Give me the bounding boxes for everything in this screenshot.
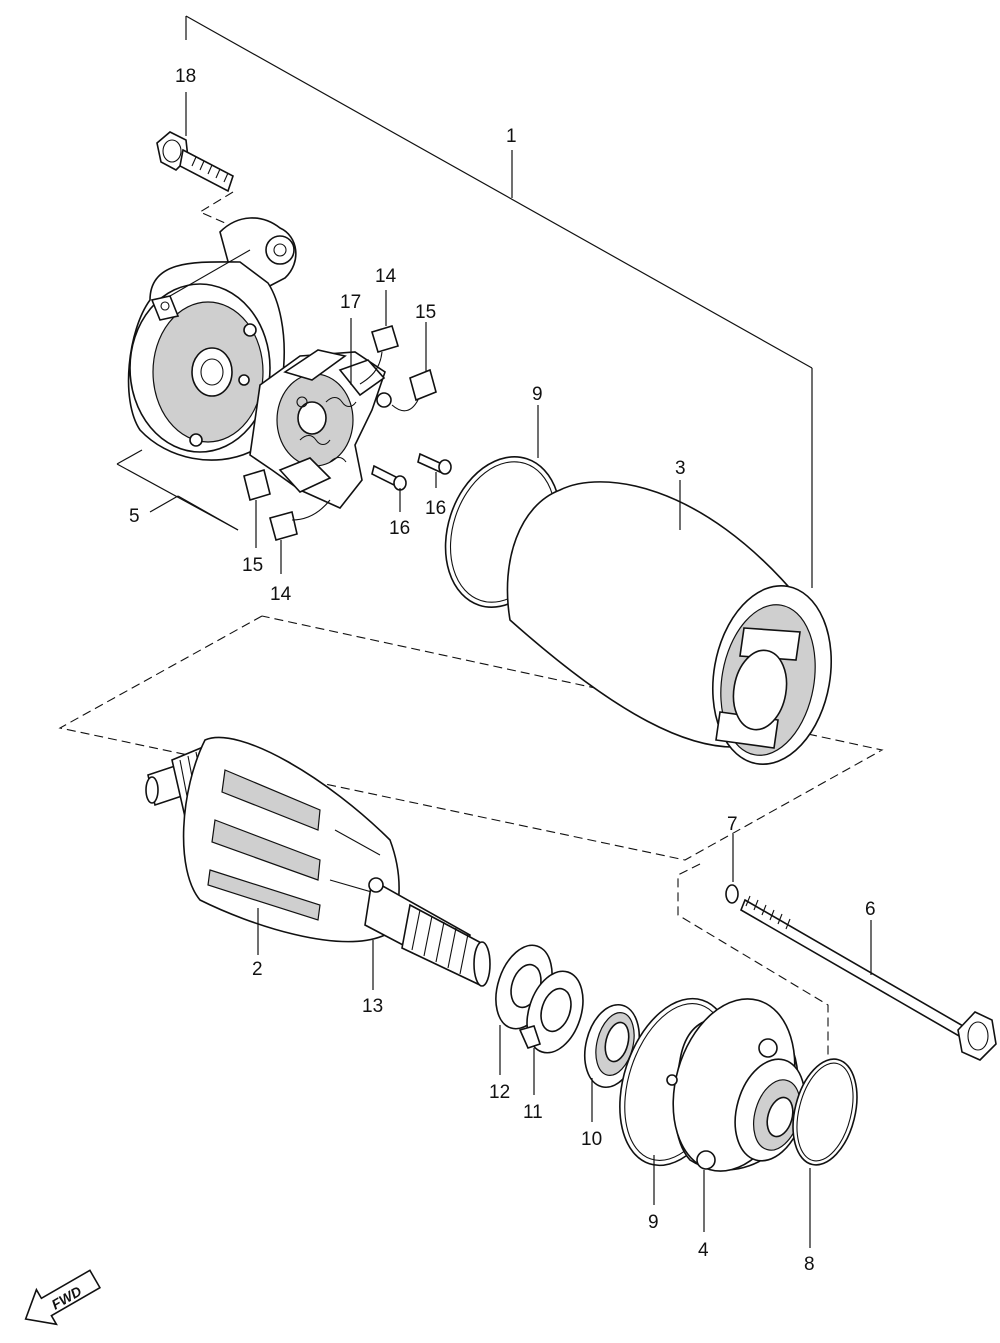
- o-ring-8: [792, 1058, 858, 1166]
- bolt-18: [156, 131, 234, 193]
- callout-17: 17: [340, 292, 361, 313]
- rear-cover-5: [127, 217, 297, 461]
- callout-8: 8: [804, 1254, 815, 1275]
- callout-14-top: 14: [375, 266, 397, 287]
- callout-labels: 1 18 14 17 15 9 3 5 16 16 15 14 7 6 2 13…: [129, 66, 876, 1275]
- assembly-bracket-1: [185, 15, 813, 588]
- callout-7: 7: [727, 814, 738, 835]
- callout-3: 3: [675, 458, 686, 479]
- washer-7: [725, 884, 739, 904]
- callout-16-a: 16: [389, 518, 410, 539]
- yoke-housing-3: [506, 481, 833, 766]
- callout-11: 11: [523, 1102, 543, 1123]
- callout-15-top: 15: [415, 302, 436, 323]
- callout-13: 13: [362, 996, 383, 1017]
- brush-15-top: [391, 368, 437, 412]
- callout-14-bottom: 14: [270, 584, 292, 605]
- washer-11: [518, 970, 584, 1054]
- screw-16-b: [417, 452, 452, 475]
- callout-12: 12: [489, 1082, 510, 1103]
- callout-9-upper: 9: [532, 384, 543, 405]
- callout-10: 10: [581, 1129, 602, 1150]
- brush-14-bottom: [269, 499, 331, 541]
- callout-1: 1: [506, 126, 517, 147]
- callout-5: 5: [129, 506, 140, 527]
- front-cover-4: [666, 998, 806, 1172]
- screw-16-a: [371, 464, 407, 491]
- leader-lines: [116, 92, 872, 1248]
- brush-14-top: [359, 325, 399, 385]
- callout-16-b: 16: [425, 498, 446, 519]
- brush-15-bottom: [243, 468, 271, 502]
- brush-plate-assembly: [249, 349, 392, 509]
- callout-18: 18: [175, 66, 196, 87]
- fwd-arrow: FWD: [24, 1269, 102, 1326]
- callout-9-lower: 9: [648, 1212, 659, 1233]
- callout-4: 4: [698, 1240, 709, 1261]
- callout-2: 2: [252, 959, 263, 980]
- through-bolt-6: [739, 895, 997, 1061]
- callout-6: 6: [865, 899, 876, 920]
- armature-2: [145, 736, 491, 987]
- callout-15-bottom: 15: [242, 555, 263, 576]
